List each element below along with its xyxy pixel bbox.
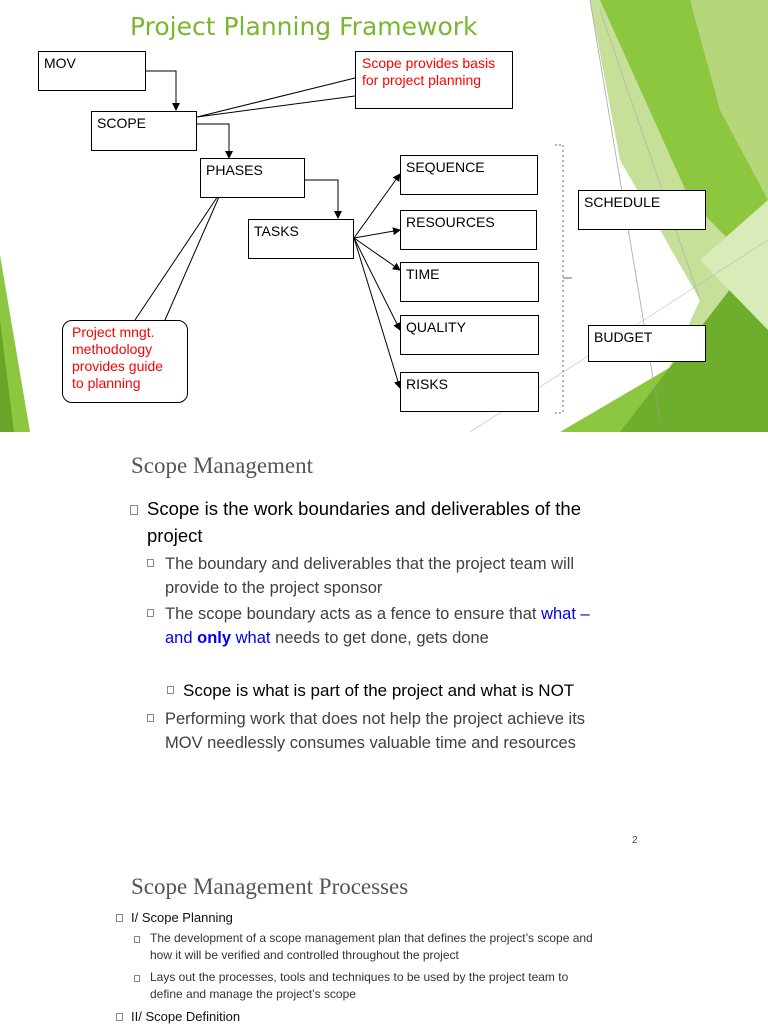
highlight-bold-run: only [197, 629, 232, 647]
budget-box: BUDGET [588, 325, 706, 362]
bullet-scope-definition: Scope is the work boundaries and deliver… [147, 495, 667, 549]
diagram-connectors [134, 70, 572, 414]
time-box: TIME [400, 262, 539, 302]
sub-bullet-mov: Performing work that does not help the p… [165, 707, 685, 755]
callout-method-line3: provides guide [72, 358, 164, 374]
callout-methodology: Project mngt. methodology provides guide… [62, 320, 188, 403]
bullet-scope-not: Scope is what is part of the project and… [183, 681, 575, 700]
schedule-box: SCHEDULE [578, 190, 706, 230]
callout-method-line2: methodology [72, 341, 153, 357]
sub-bullet-icon [147, 609, 154, 617]
callout-scope-line2: for project planning [362, 72, 482, 88]
quality-box: QUALITY [400, 315, 539, 355]
page-number: 2 [632, 835, 638, 846]
tasks-box: TASKS [248, 219, 354, 259]
callout-method-line1: Project mngt. [72, 324, 155, 340]
sub-bullet-icon [167, 686, 174, 694]
bullet-line: define and manage the project’s scope [150, 987, 356, 1001]
slide-title: Scope Management [131, 453, 314, 478]
highlight-run: what [231, 629, 271, 647]
mov-box: MOV [38, 51, 146, 91]
highlight-run: and [165, 629, 198, 647]
sub-bullet-icon [147, 714, 154, 722]
bullet-line: MOV needlessly consumes valuable time an… [165, 734, 576, 752]
sub-bullet-icon [134, 975, 140, 982]
bullet-icon [116, 914, 123, 922]
sub-item-processes: Lays out the processes, tools and techni… [150, 969, 710, 1003]
bullet-line: project [147, 525, 203, 546]
bullet-line: Scope is the work boundaries and deliver… [147, 498, 581, 519]
callout-method-line4: to planning [72, 375, 141, 391]
bullet-line: Performing work that does not help the p… [165, 710, 586, 728]
text-run: The scope boundary acts as a fence to en… [165, 605, 542, 623]
item-scope-definition: II/ Scope Definition [131, 1009, 241, 1024]
bullet-icon [116, 1013, 123, 1021]
slide-project-planning-framework: Project Planning Framework MOV SCOPE PHA… [0, 0, 768, 432]
bullet-line: and only what needs to get done, gets do… [165, 626, 725, 650]
bullet-icon [130, 505, 138, 515]
text-run: needs to get done, gets done [270, 629, 489, 647]
phases-box: PHASES [200, 158, 305, 198]
highlight-run: what – [541, 605, 590, 623]
risks-box: RISKS [400, 372, 539, 412]
sub-item-plan-definition: The development of a scope management pl… [150, 930, 710, 964]
sub-bullet-fence: The scope boundary acts as a fence to en… [165, 602, 725, 650]
slide-scope-management: Scope Management Scope is the work bound… [0, 433, 768, 865]
bullet-line: how it will be verified and controlled t… [150, 948, 459, 962]
sub-bullet-icon [134, 936, 140, 943]
slide-scope-management-processes: Scope Management Processes I/ Scope Plan… [0, 866, 768, 1024]
sequence-box: SEQUENCE [400, 155, 538, 195]
slide-title: Project Planning Framework [130, 12, 478, 41]
slide-title: Scope Management Processes [131, 874, 409, 899]
bullet-line: provide to the project sponsor [165, 579, 383, 597]
scope-box: SCOPE [91, 111, 197, 151]
resources-box: RESOURCES [400, 210, 537, 250]
bullet-line: The development of a scope management pl… [150, 931, 593, 945]
callout-scope-basis: Scope provides basis for project plannin… [355, 51, 513, 109]
bullet-line: The boundary and deliverables that the p… [165, 555, 575, 573]
callout-scope-line1: Scope provides basis [362, 55, 496, 71]
bullet-line: The scope boundary acts as a fence to en… [165, 602, 725, 626]
bullet-line: Lays out the processes, tools and techni… [150, 970, 569, 984]
item-scope-planning: I/ Scope Planning [131, 910, 233, 925]
sub-bullet-boundary: The boundary and deliverables that the p… [165, 552, 685, 600]
sub-bullet-icon [147, 559, 154, 567]
